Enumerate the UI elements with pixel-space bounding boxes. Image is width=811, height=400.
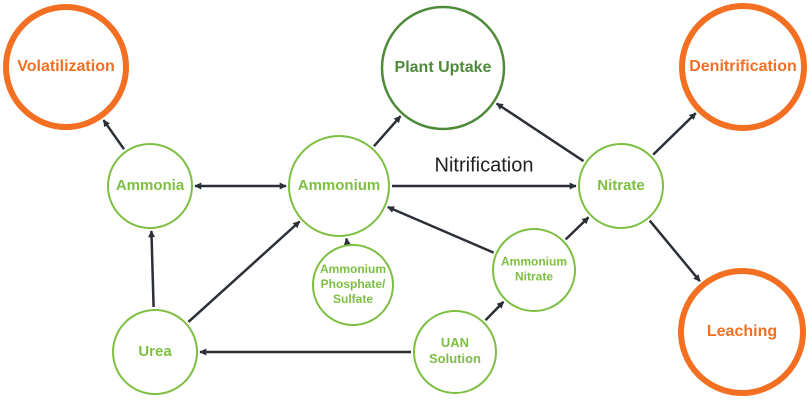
arrow-ammonium-nitrate-to-ammonium [387, 205, 495, 254]
node-circle-volatilization [3, 4, 129, 130]
arrow-ammonium-nitrate-to-nitrate [564, 216, 590, 241]
node-label-urea: Urea [138, 343, 172, 360]
node-label-denitrification: Denitrification [689, 58, 797, 75]
arrow-nitrate-to-denitrification [652, 112, 697, 156]
edge-label-nitrification: Nitrification [435, 154, 534, 176]
node-circle-ammonium [288, 135, 390, 237]
node-urea: Urea [112, 309, 198, 395]
node-plant-uptake: Plant Uptake [380, 5, 506, 131]
node-label-leaching: Leaching [707, 323, 777, 340]
arrow-urea-to-ammonium [187, 220, 301, 323]
node-label-nitrate: Nitrate [597, 177, 645, 194]
arrow-ammonium-phosphate-sulfate-to-ammonium [343, 237, 351, 246]
node-nitrate: Nitrate [578, 143, 664, 229]
edges-layer: Nitrification [102, 102, 701, 356]
node-label-plant-uptake: Plant Uptake [395, 59, 492, 76]
arrow-urea-to-ammonia [148, 230, 156, 308]
arrow-ammonium-to-plant-uptake [373, 115, 402, 148]
node-circle-urea [112, 309, 198, 395]
arrow-nitrate-to-leaching [648, 219, 701, 282]
node-circle-ammonium-nitrate [492, 228, 576, 312]
node-circle-uan-solution [413, 310, 497, 394]
node-circle-nitrate [578, 143, 664, 229]
node-denitrification: Denitrification [679, 3, 807, 131]
arrow-nitrate-to-plant-uptake [495, 102, 585, 163]
node-volatilization: Volatilization [3, 4, 129, 130]
node-circle-ammonia [107, 143, 193, 229]
node-circle-denitrification [679, 3, 807, 131]
node-circle-plant-uptake [380, 5, 506, 131]
node-label-ammonium: Ammonium [298, 177, 381, 194]
node-leaching: Leaching [678, 268, 806, 396]
node-circle-leaching [678, 268, 806, 396]
arrow-ammonia-to-volatilization [102, 119, 126, 150]
node-ammonia: Ammonia [107, 143, 193, 229]
arrow-uan-solution-to-ammonium-nitrate [484, 300, 505, 322]
nodes-layer: Volatilization Plant Uptake Denitrificatio… [3, 3, 807, 396]
node-label-ammonia: Ammonia [116, 177, 185, 194]
node-label-volatilization: Volatilization [17, 58, 114, 75]
node-ammonium: Ammonium [288, 135, 390, 237]
node-circle-ammonium-phosphate-sulfate [312, 244, 394, 326]
